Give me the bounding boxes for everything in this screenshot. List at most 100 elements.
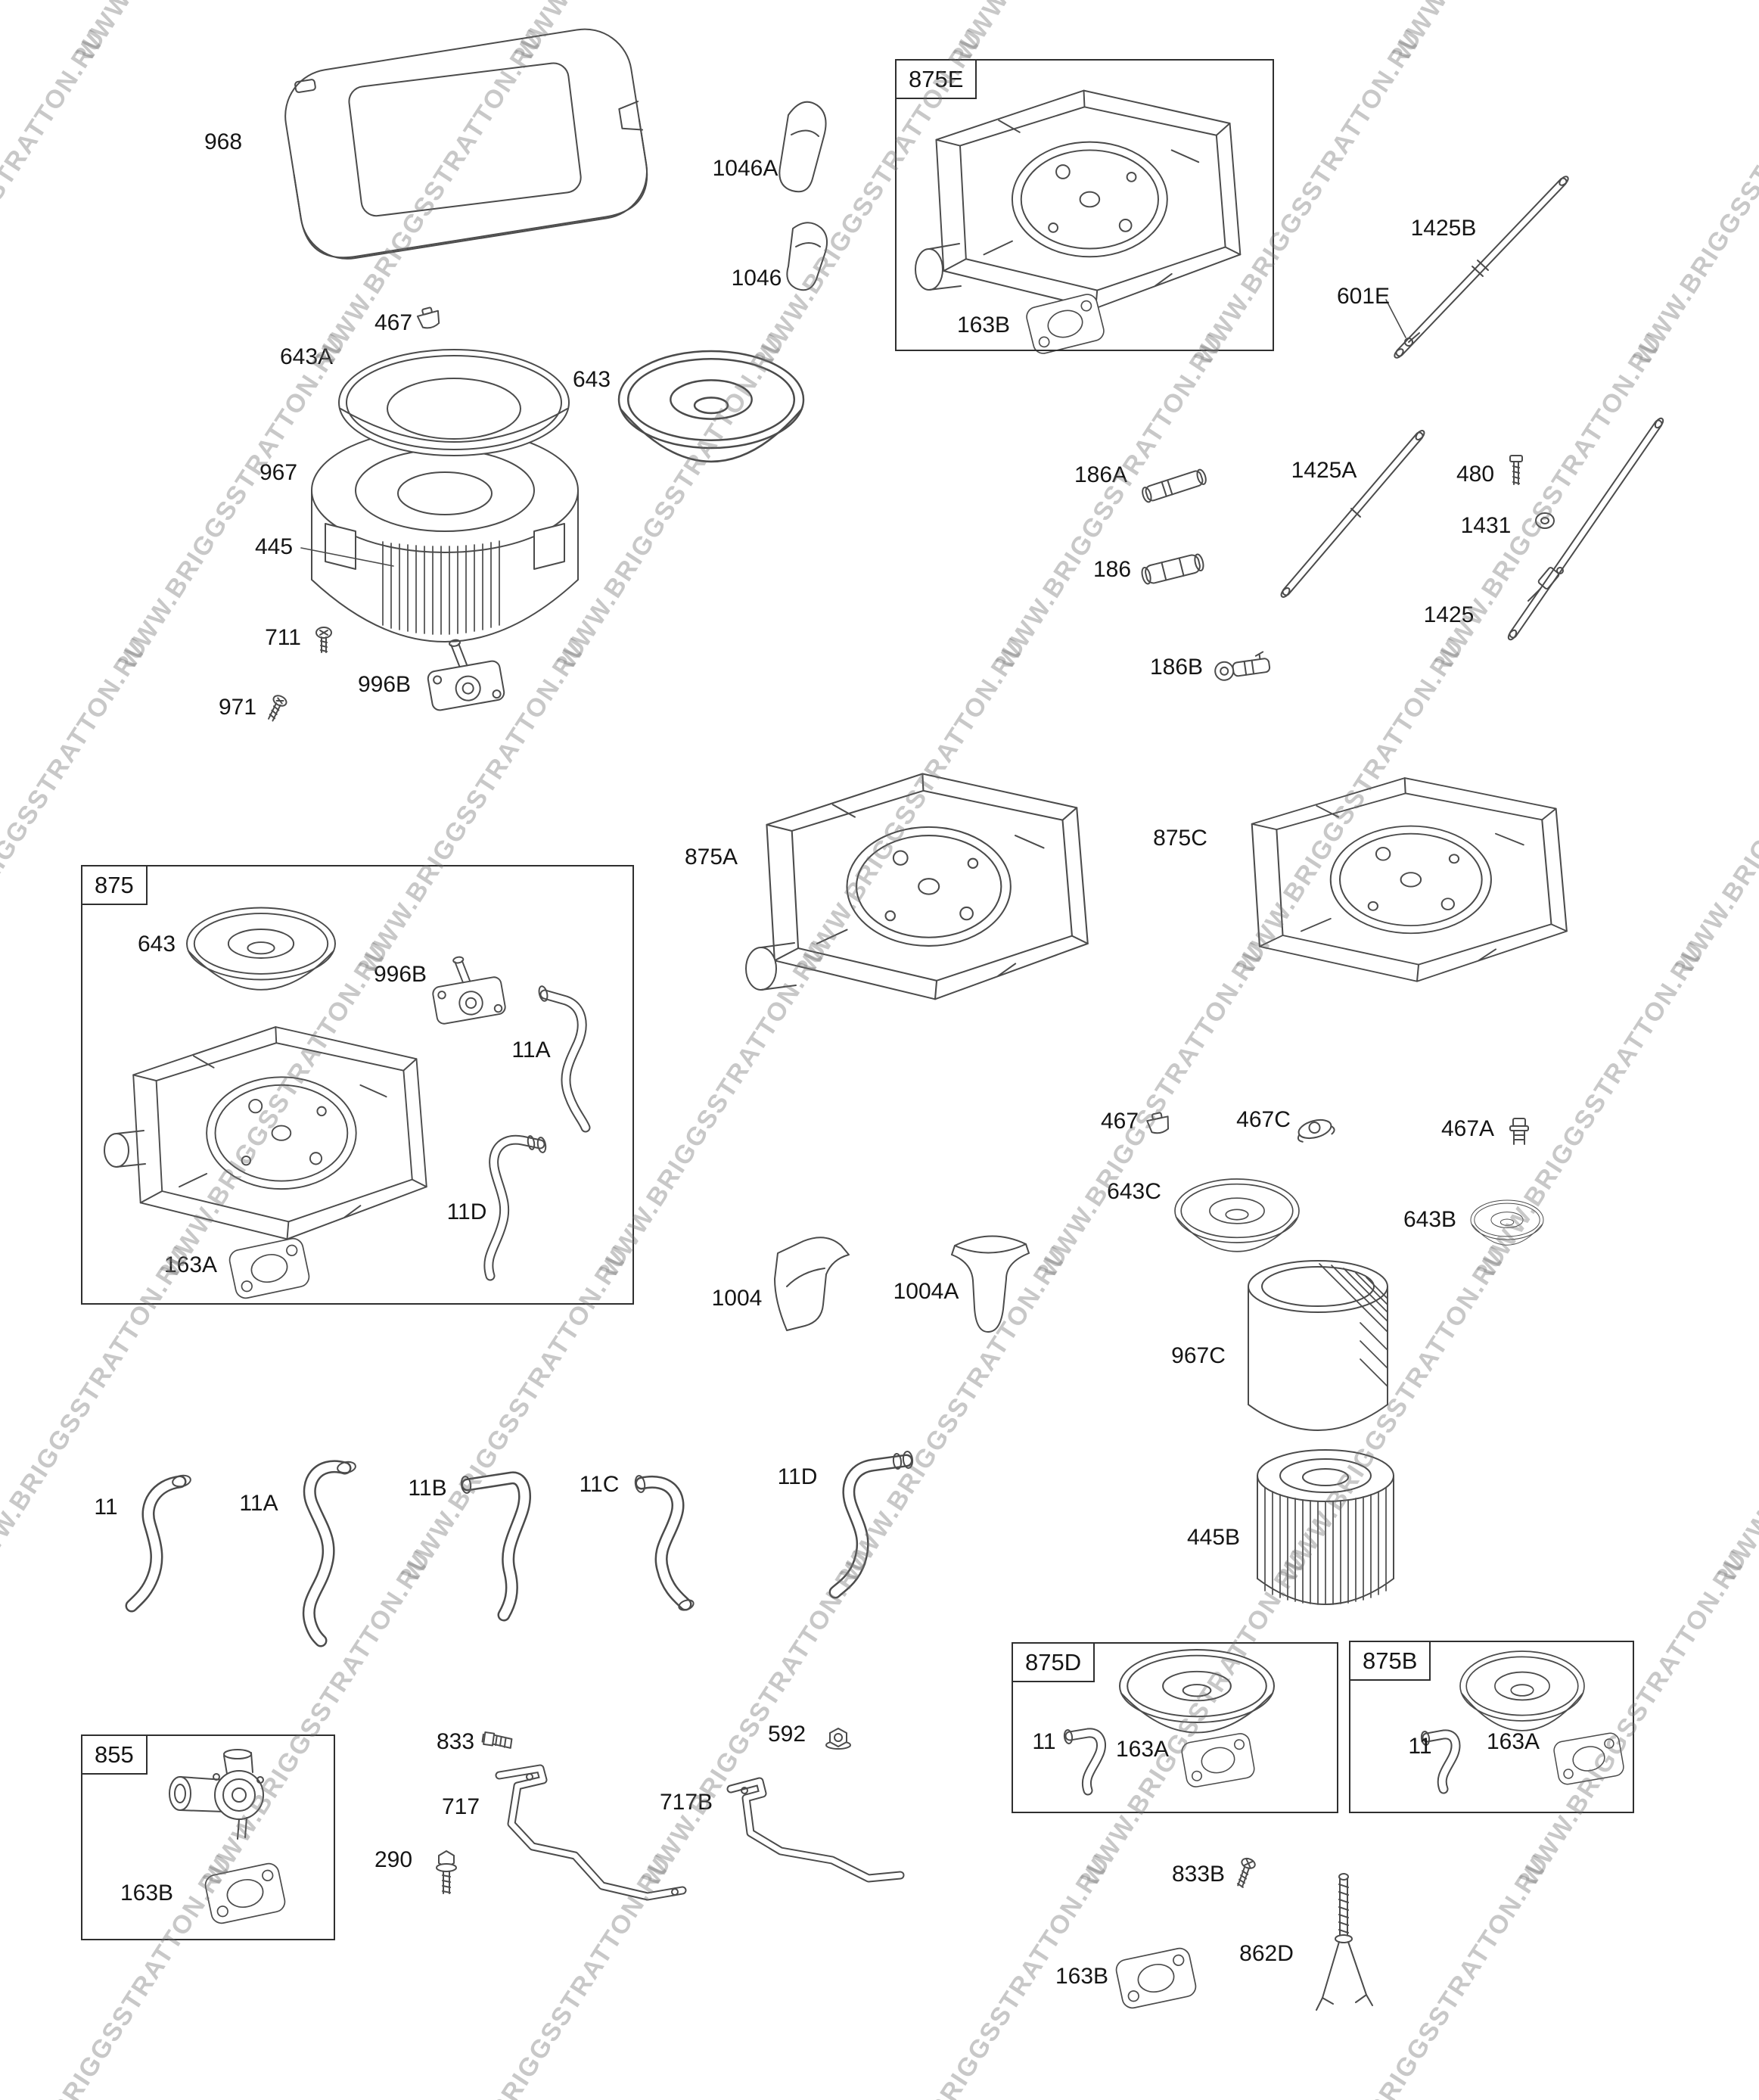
- part-label-967c: 967C: [1171, 1343, 1226, 1368]
- screw-971-drawing: [268, 695, 287, 722]
- part-label-1425: 1425: [1423, 602, 1475, 627]
- part-label-833: 833: [436, 1729, 475, 1754]
- knob-467-drawing: [416, 306, 440, 329]
- part-label-833b: 833B: [1171, 1862, 1226, 1887]
- group-box-label-875e: 875E: [895, 59, 977, 99]
- part-label-186: 186: [1092, 557, 1132, 582]
- filter-base-875-drawing: [104, 1026, 427, 1240]
- cap-467c-drawing: [1297, 1118, 1335, 1143]
- bolt-290-drawing: [436, 1850, 457, 1894]
- valve-855-drawing: [169, 1749, 264, 1840]
- part-label-592: 592: [767, 1722, 806, 1747]
- part-label-643a: 643A: [279, 344, 334, 369]
- part-label-643: 643: [137, 932, 176, 957]
- tube-1425-drawing: [1507, 417, 1664, 641]
- bracket-717-drawing: [495, 1764, 687, 1901]
- part-label-11: 11: [94, 1495, 118, 1520]
- part-label-1431: 1431: [1460, 513, 1512, 538]
- screw-833b-drawing: [1237, 1857, 1256, 1888]
- part-label-11d: 11D: [777, 1464, 818, 1489]
- part-label-11c: 11C: [579, 1472, 620, 1497]
- part-label-11a: 11A: [511, 1038, 551, 1062]
- rod-862d-drawing: [1316, 1873, 1373, 2011]
- screw-711-drawing: [315, 627, 332, 653]
- part-label-967: 967: [259, 460, 298, 485]
- cartridge-445b-drawing: [1257, 1449, 1394, 1605]
- leader-lines: [300, 299, 1406, 567]
- group-box-label-875b: 875B: [1349, 1641, 1431, 1681]
- precleaner-643a-drawing: [338, 349, 570, 456]
- part-label-875a: 875A: [684, 845, 738, 870]
- group-box-label-855: 855: [81, 1734, 148, 1775]
- hose-11b-drawing: [460, 1471, 531, 1622]
- part-label-186b: 186B: [1149, 655, 1204, 680]
- foam-sleeve-967c-drawing: [1248, 1260, 1388, 1431]
- filter-base-875a-drawing: [745, 773, 1089, 1000]
- part-label-467: 467: [374, 310, 413, 335]
- group-box-875d: 875D: [1012, 1642, 1338, 1813]
- part-label-643b: 643B: [1403, 1207, 1457, 1232]
- part-label-717b: 717B: [659, 1790, 713, 1815]
- nut-592-drawing: [825, 1728, 851, 1750]
- part-label-186a: 186A: [1074, 462, 1128, 487]
- part-label-643: 643: [572, 367, 611, 392]
- hose-11c-drawing: [634, 1475, 695, 1611]
- part-label-601e: 601E: [1336, 284, 1391, 309]
- hose-11a-875-drawing: [538, 985, 591, 1133]
- air-cleaner-cover-968-drawing: [284, 28, 648, 260]
- part-label-163a: 163A: [163, 1252, 218, 1277]
- group-box-875: 875: [81, 865, 634, 1305]
- part-label-11: 11: [1032, 1729, 1056, 1754]
- clip-601e-drawing: [1404, 332, 1420, 347]
- group-box-875b: 875B: [1349, 1641, 1634, 1813]
- part-label-11b: 11B: [408, 1476, 447, 1501]
- part-label-11: 11: [1408, 1734, 1432, 1759]
- part-label-1004a: 1004A: [893, 1279, 959, 1304]
- part-label-971: 971: [218, 695, 257, 720]
- hose-11d-875-drawing: [483, 1134, 547, 1281]
- part-label-717: 717: [441, 1794, 480, 1819]
- part-label-643c: 643C: [1107, 1179, 1161, 1204]
- bracket-1004-drawing: [774, 1237, 850, 1331]
- part-label-445b: 445B: [1186, 1525, 1241, 1550]
- part-label-1425b: 1425B: [1410, 216, 1477, 241]
- part-label-1004: 1004: [711, 1286, 763, 1311]
- group-box-label-875: 875: [81, 865, 148, 905]
- fitting-186a-drawing: [1142, 468, 1207, 503]
- hose-11-875b-drawing: [1420, 1729, 1461, 1794]
- part-label-875c: 875C: [1153, 826, 1207, 851]
- part-label-480: 480: [1456, 462, 1495, 487]
- part-label-996b: 996B: [373, 962, 427, 987]
- washer-1431-drawing: [1535, 512, 1555, 529]
- bracket-717b-drawing: [726, 1777, 905, 1883]
- part-label-163a: 163A: [1486, 1729, 1540, 1754]
- part-label-996b: 996B: [357, 672, 412, 697]
- hose-186-drawing: [1141, 553, 1204, 585]
- cap-467-row-drawing: [1146, 1112, 1170, 1134]
- group-box-855: 855: [81, 1734, 335, 1940]
- part-label-290: 290: [374, 1847, 413, 1872]
- part-label-467c: 467C: [1236, 1107, 1291, 1132]
- part-label-1425a: 1425A: [1291, 458, 1357, 483]
- hose-11-drawing: [125, 1474, 191, 1613]
- tube-1425b-drawing: [1394, 176, 1569, 359]
- hose-11d-drawing: [828, 1451, 914, 1599]
- part-label-1046: 1046: [731, 266, 782, 291]
- screw-480-drawing: [1509, 455, 1523, 485]
- bolt-833-drawing: [481, 1731, 513, 1749]
- part-label-11d: 11D: [446, 1199, 487, 1224]
- part-label-862d: 862D: [1239, 1941, 1294, 1966]
- part-label-1046a: 1046A: [712, 156, 778, 181]
- group-box-label-875d: 875D: [1012, 1642, 1095, 1682]
- part-label-711: 711: [265, 625, 301, 650]
- fitting-186b-drawing: [1214, 651, 1271, 681]
- part-label-163b: 163B: [956, 313, 1011, 338]
- part-label-445: 445: [254, 534, 294, 559]
- part-label-467a: 467A: [1440, 1116, 1495, 1141]
- hose-11-875d-drawing: [1063, 1728, 1106, 1796]
- hose-11a-drawing: [302, 1460, 356, 1647]
- group-box-875e: 875E: [895, 59, 1274, 351]
